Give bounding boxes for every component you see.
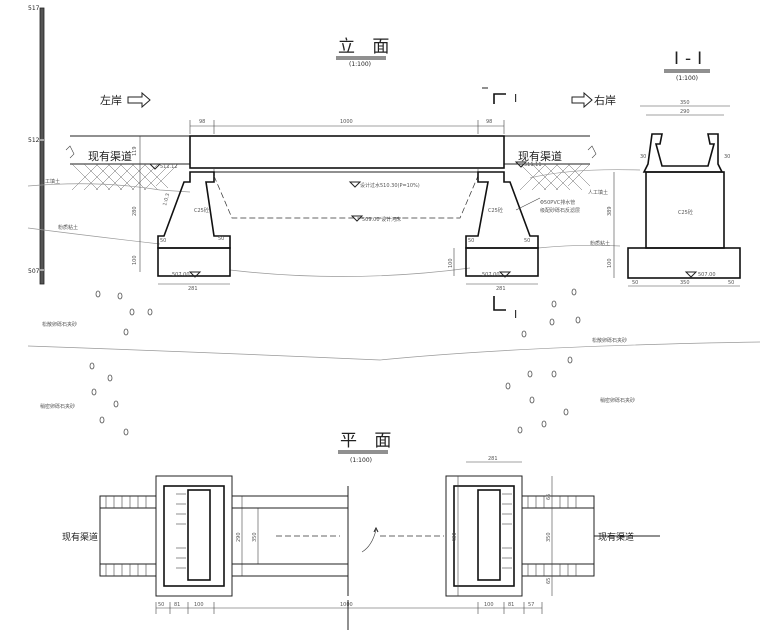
canal-right-label: 现有渠道 — [518, 149, 562, 163]
soil-strata: 人工填土 粉质粘土 松散卵砾石夹砂 稍密卵砾石夹砂 人工填土 粉质粘土 松散卵砾… — [27, 169, 760, 410]
section-dim-350: 350 — [680, 100, 690, 106]
gravel-pebbles — [89, 288, 581, 436]
section-view: I-I (1:100) 350 290 30 30 C25砼 389 100 5… — [607, 49, 741, 287]
plan-bottom-100-left: 100 — [194, 602, 204, 608]
dim-50-left-b: 50 — [218, 236, 224, 242]
plan-dim-290-left: 290 — [236, 532, 242, 542]
plan-bottom-50: 50 — [158, 602, 164, 608]
left-bank-label: 左岸 — [100, 94, 122, 107]
slope-left: 1:0.3 — [162, 193, 171, 207]
dim-280: 280 — [132, 206, 138, 216]
soil-fill-label: 人工填土 — [40, 178, 60, 185]
elev-top-right: 511.11 — [524, 162, 542, 168]
section-dim-389: 389 — [607, 206, 613, 216]
plan-bottom-81-left: 81 — [174, 602, 180, 608]
plan-bottom-81-right: 81 — [508, 602, 514, 608]
soil-gravel-label-r2: 稍密卵砾石夹砂 — [600, 397, 635, 404]
left-bank-arrow-icon — [127, 91, 151, 109]
elevation-marker-icon — [684, 271, 698, 278]
scale-mark-507: 507 — [28, 268, 40, 275]
section-dim-290: 290 — [680, 109, 690, 115]
right-bank-label: 右岸 — [594, 93, 616, 107]
section-mark-top: I — [514, 92, 517, 105]
soil-fill-label-right: 人工填土 — [588, 189, 608, 196]
water-level-marker-icon — [350, 215, 364, 222]
plan-bottom-1000: 1000 — [340, 602, 353, 608]
elevation-marker-icon — [188, 271, 202, 278]
section-scale: (1:100) — [676, 75, 698, 82]
soil-silt-label-right: 粉质粘土 — [590, 240, 610, 247]
drain-note-1: Φ50PVC排水管 — [540, 199, 575, 206]
right-bank-arrow-icon — [571, 91, 593, 109]
water-level-marker-icon — [348, 181, 362, 188]
dim-281-left: 281 — [188, 286, 198, 292]
bank-labels: 左岸 右岸 — [100, 91, 616, 109]
section-title: I-I — [674, 49, 708, 69]
dim-50-right-b: 50 — [524, 238, 530, 244]
section-concrete: C25砼 — [678, 209, 693, 216]
dim-281-right: 281 — [496, 286, 506, 292]
section-dim-30-right: 30 — [724, 154, 730, 160]
plan-dim-281: 281 — [488, 456, 498, 462]
right-abutment: 100 C25砼 50 50 281 511.11 507.00 Φ50PVC排… — [448, 161, 580, 292]
scale-mark-517: 517 — [28, 5, 40, 12]
section-mark-bottom: I — [514, 308, 517, 321]
elev-top-left: 511.12 — [160, 164, 178, 170]
section-bottom-350: 350 — [680, 280, 690, 286]
plan-dim-65-top: 65 — [546, 494, 552, 500]
elevation-marker-icon — [514, 161, 528, 168]
plan-dim-65-bottom: 65 — [546, 578, 552, 584]
water-levels: 设计过水510.30(P=10%) 509.00 设计河床 — [348, 181, 420, 223]
plan-bottom-100-right: 100 — [484, 602, 494, 608]
dim-98-right: 98 — [486, 119, 492, 125]
left-abutment: 119 280 100 1:0.3 C25砼 50 50 281 511.12 … — [132, 136, 479, 292]
section-cut-marks: I I — [482, 87, 517, 321]
plan-canal-right: 现有渠道 — [598, 531, 634, 543]
section-dim-100: 100 — [607, 258, 613, 268]
soil-gravel-label-r1: 松散卵砾石夹砂 — [592, 337, 627, 344]
elev-bottom-right: 507.00 — [482, 272, 500, 278]
plan-dim-350-left: 350 — [252, 532, 258, 542]
drain-note-2: 级配砂砾石反滤层 — [540, 207, 580, 214]
design-bed-level: 509.00 设计河床 — [362, 216, 401, 223]
flow-arrow-icon — [361, 529, 377, 553]
dim-119: 119 — [132, 146, 138, 156]
soil-gravel-label-1: 松散卵砾石夹砂 — [42, 321, 77, 328]
plan-canal-left: 现有渠道 — [62, 531, 98, 543]
plan-bottom-57: 57 — [528, 602, 534, 608]
concrete-right: C25砼 — [488, 207, 503, 214]
dim-50-right: 50 — [468, 238, 474, 244]
plan-dim-350-right: 350 — [546, 532, 552, 542]
section-bottom-50-right: 50 — [728, 280, 734, 286]
scale-mark-512: 512 — [28, 137, 40, 144]
elevation-title-block: 立 面 (1:100) — [336, 37, 395, 68]
dim-50-left: 50 — [160, 238, 166, 244]
dim-1000: 1000 — [340, 119, 353, 125]
plan-view: 平 面 (1:100) 现有渠道 290 350 — [62, 431, 660, 630]
concrete-left: C25砼 — [194, 207, 209, 214]
elev-bottom-left: 507.00 — [172, 272, 190, 278]
elevation-scale-bar: 517 512 507 — [28, 5, 45, 285]
elevation-top-dimensions: 98 1000 98 — [189, 119, 505, 134]
design-water-level: 设计过水510.30(P=10%) — [360, 182, 420, 189]
plan-scale: (1:100) — [350, 457, 372, 464]
bridge-deck — [189, 135, 505, 176]
plan-dim-480: 480 — [452, 532, 458, 542]
plan-title: 平 面 — [340, 431, 397, 451]
section-elev: 507.00 — [698, 272, 716, 278]
dim-100-right: 100 — [448, 258, 454, 268]
elevation-scale: (1:100) — [349, 61, 371, 68]
soil-silt-label: 粉质粘土 — [58, 224, 78, 231]
elevation-marker-icon — [148, 163, 162, 170]
section-bottom-50-left: 50 — [632, 280, 638, 286]
dim-98-left: 98 — [199, 119, 205, 125]
section-dim-30-left: 30 — [640, 154, 646, 160]
elevation-marker-icon — [498, 271, 512, 278]
elevation-title: 立 面 — [338, 37, 395, 57]
dim-100: 100 — [132, 255, 138, 265]
canal-left-label: 现有渠道 — [88, 149, 132, 163]
soil-gravel-label-2: 稍密卵砾石夹砂 — [40, 403, 75, 410]
